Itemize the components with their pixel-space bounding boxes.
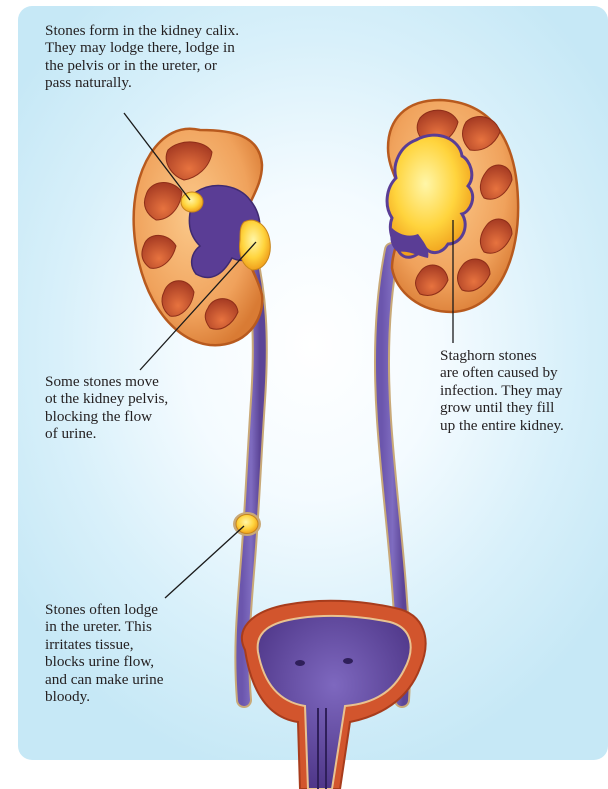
leader-ureter: [165, 526, 244, 598]
pelvis-stone: [240, 220, 271, 270]
calix-stone: [181, 192, 203, 212]
bladder: [242, 601, 426, 789]
ureteral-orifice-right: [343, 658, 353, 664]
caption-staghorn-stones: Staghorn stones are often caused by infe…: [440, 347, 608, 434]
caption-pelvis-stones: Some stones move ot the kidney pelvis, b…: [45, 373, 215, 443]
caption-ureter-stones: Stones often lodge in the ureter. This i…: [45, 601, 225, 705]
left-kidney: [134, 129, 271, 346]
caption-calix-stones: Stones form in the kidney calix. They ma…: [45, 22, 305, 92]
ureteral-orifice-left: [295, 660, 305, 666]
